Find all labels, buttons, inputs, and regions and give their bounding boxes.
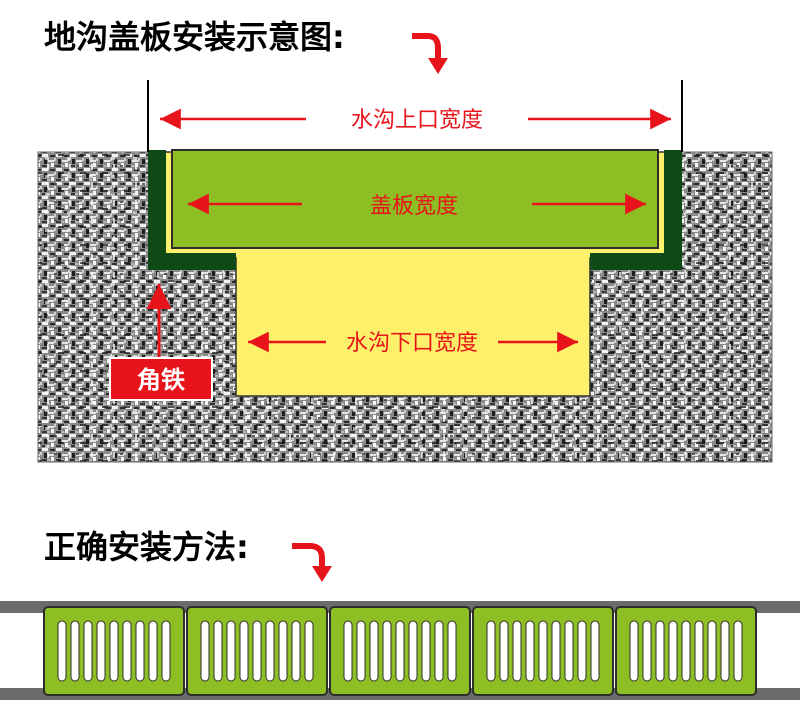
- grate-slot: [408, 620, 418, 682]
- grate-slot: [694, 620, 704, 682]
- angle-iron-right: [590, 150, 682, 270]
- top-width-dimension: [147, 80, 683, 152]
- grate-slot: [395, 620, 405, 682]
- grate-slot: [486, 620, 496, 682]
- grate-slot: [135, 620, 145, 682]
- grate-slot: [434, 620, 444, 682]
- grate-1: [43, 606, 185, 696]
- bottom-width-label: 水沟下口宽度: [346, 331, 478, 356]
- grate-slot: [291, 620, 301, 682]
- grate-slot: [707, 620, 717, 682]
- angle-iron-left: [148, 150, 236, 270]
- grate-slot: [642, 620, 652, 682]
- grate-slot: [720, 620, 730, 682]
- grate-slot: [239, 620, 249, 682]
- grate-slot: [356, 620, 366, 682]
- grate-slot: [564, 620, 574, 682]
- grate-slot: [499, 620, 509, 682]
- curved-down-arrow-icon: [412, 33, 448, 74]
- grate-slot: [96, 620, 106, 682]
- grate-2: [186, 606, 328, 696]
- grate-slot: [122, 620, 132, 682]
- grate-slot: [83, 620, 93, 682]
- grate-slot: [200, 620, 210, 682]
- method-title: 正确安装方法:: [44, 528, 249, 566]
- grate-5: [615, 606, 757, 696]
- grate-slot: [551, 620, 561, 682]
- grate-slot: [57, 620, 67, 682]
- grate-4: [472, 606, 614, 696]
- grate-slot: [278, 620, 288, 682]
- grate-slot: [538, 620, 548, 682]
- grate-slot: [629, 620, 639, 682]
- grate-slot: [148, 620, 158, 682]
- grate-slot: [369, 620, 379, 682]
- grate-slot: [70, 620, 80, 682]
- grate-slot: [109, 620, 119, 682]
- grate-slot: [525, 620, 535, 682]
- grate-slot: [304, 620, 314, 682]
- grate-slot: [226, 620, 236, 682]
- grate-slot: [447, 620, 457, 682]
- grate-slot: [343, 620, 353, 682]
- grate-slot: [655, 620, 665, 682]
- grate-3: [329, 606, 471, 696]
- grate-slot: [681, 620, 691, 682]
- grate-slot: [265, 620, 275, 682]
- grate-slot: [252, 620, 262, 682]
- top-width-label: 水沟上口宽度: [351, 108, 483, 133]
- grate-slot: [161, 620, 171, 682]
- grate-slot: [577, 620, 587, 682]
- diagram-title: 地沟盖板安装示意图:: [44, 18, 345, 56]
- grate-slot: [382, 620, 392, 682]
- grate-slot: [512, 620, 522, 682]
- cover-width-label: 盖板宽度: [370, 194, 458, 219]
- grate-slot: [733, 620, 743, 682]
- cover-plate: [171, 149, 659, 249]
- grate-slot: [213, 620, 223, 682]
- grate-slot: [421, 620, 431, 682]
- angle-iron-label: 角铁: [137, 366, 185, 394]
- grate-slot: [668, 620, 678, 682]
- angle-iron-callout: [109, 284, 213, 401]
- curved-down-arrow-icon-2: [292, 543, 332, 582]
- grate-row: [43, 606, 757, 696]
- grate-slot: [590, 620, 600, 682]
